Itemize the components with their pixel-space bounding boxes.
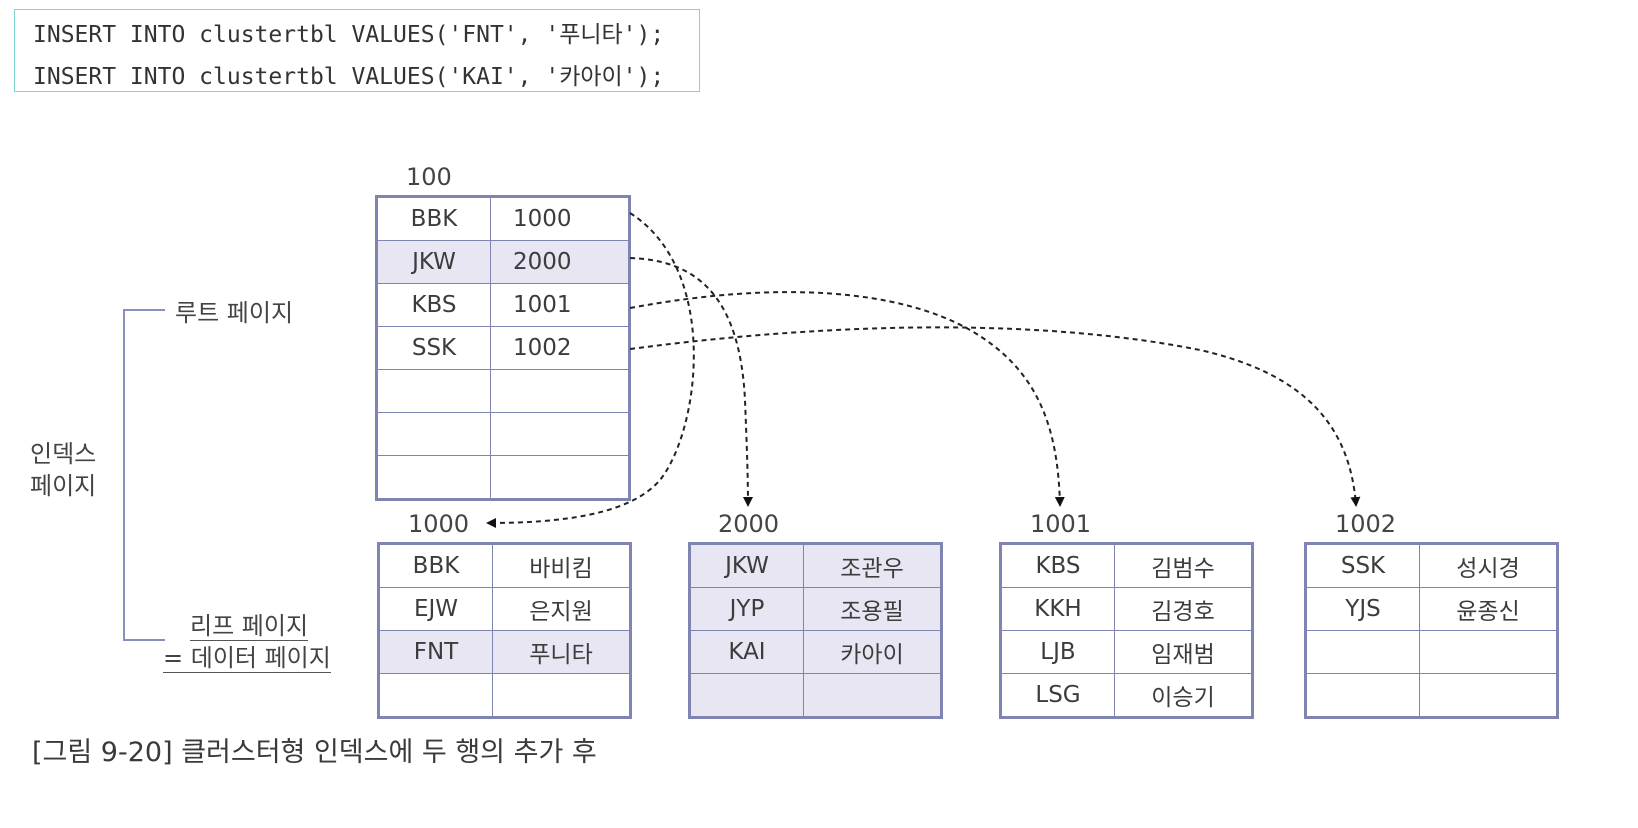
leaf-value: [1419, 630, 1558, 674]
root-pointer: 1001: [490, 283, 630, 327]
leaf-key: KAI: [689, 630, 804, 674]
root-pointer: [490, 455, 630, 500]
leaf-key: SSK: [1305, 543, 1420, 588]
root-key: BBK: [376, 196, 491, 241]
leaf-value: 푸니타: [492, 630, 631, 674]
leaf-page-label-wrap: 리프 페이지: [190, 606, 309, 641]
leaf-key: [689, 673, 804, 718]
root-pointer: [490, 369, 630, 413]
data-page-label-wrap: = 데이터 페이지: [163, 638, 331, 673]
code-line-2: INSERT INTO clustertbl VALUES('KAI', '카아…: [33, 64, 665, 90]
leaf-page-label: 리프 페이지: [190, 612, 309, 641]
leaf-key: [378, 673, 493, 718]
leaf-row: [689, 673, 942, 718]
index-page-label: 인덱스 페이지: [30, 438, 97, 502]
leaf-key: JKW: [689, 543, 804, 588]
leaf-value: [492, 673, 631, 718]
leaf-value: 김범수: [1114, 543, 1253, 588]
leaf-value: 김경호: [1114, 587, 1253, 631]
leaf-value: 바비킴: [492, 543, 631, 588]
leaf-page-number: 2000: [718, 510, 780, 538]
leaf-page-number: 1002: [1335, 510, 1397, 538]
root-row: [376, 369, 630, 413]
root-pointer: [490, 412, 630, 456]
leaf-value: 카아이: [803, 630, 942, 674]
leaf-page-number: 1001: [1030, 510, 1092, 538]
root-pointer: 2000: [490, 240, 630, 284]
code-line-1: INSERT INTO clustertbl VALUES('FNT', '푸니…: [33, 22, 665, 48]
root-key: SSK: [376, 326, 491, 370]
leaf-key: YJS: [1305, 587, 1420, 631]
pointer-arrow-1000: [486, 212, 695, 528]
leaf-key: BBK: [378, 543, 493, 588]
root-page-label: 루트 페이지: [175, 299, 294, 327]
leaf-key: FNT: [378, 630, 493, 674]
leaf-value: 은지원: [492, 587, 631, 631]
leaf-key: KBS: [1000, 543, 1115, 588]
leaf-value: 조용필: [803, 587, 942, 631]
root-key: [376, 369, 491, 413]
sql-code-box: INSERT INTO clustertbl VALUES('FNT', '푸니…: [14, 9, 700, 92]
leaf-row: [1305, 673, 1558, 718]
leaf-key: KKH: [1000, 587, 1115, 631]
leaf-value: [803, 673, 942, 718]
root-key: [376, 455, 491, 500]
root-pointer: 1002: [490, 326, 630, 370]
leaf-value: 임재범: [1114, 630, 1253, 674]
leaf-row: [378, 673, 631, 718]
root-row: [376, 455, 630, 500]
pointer-arrow-2000: [629, 257, 753, 507]
leaf-key: EJW: [378, 587, 493, 631]
leaf-value: [1419, 673, 1558, 718]
root-key: KBS: [376, 283, 491, 327]
leaf-key: LSG: [1000, 673, 1115, 718]
leaf-value: 이승기: [1114, 673, 1253, 718]
leaf-key: JYP: [689, 587, 804, 631]
leaf-value: 성시경: [1419, 543, 1558, 588]
root-key: JKW: [376, 240, 491, 284]
root-page-number: 100: [406, 163, 452, 191]
figure-caption: [그림 9-20] 클러스터형 인덱스에 두 행의 추가 후: [32, 737, 597, 768]
leaf-value: 조관우: [803, 543, 942, 588]
pointer-arrow-1002: [629, 326, 1361, 507]
index-page-bracket: [123, 309, 165, 641]
leaf-key: LJB: [1000, 630, 1115, 674]
root-pointer: 1000: [490, 196, 630, 241]
root-row: [376, 412, 630, 456]
pointer-arrow-1001: [629, 291, 1065, 507]
data-page-label: = 데이터 페이지: [163, 644, 331, 673]
leaf-page-number: 1000: [408, 510, 470, 538]
